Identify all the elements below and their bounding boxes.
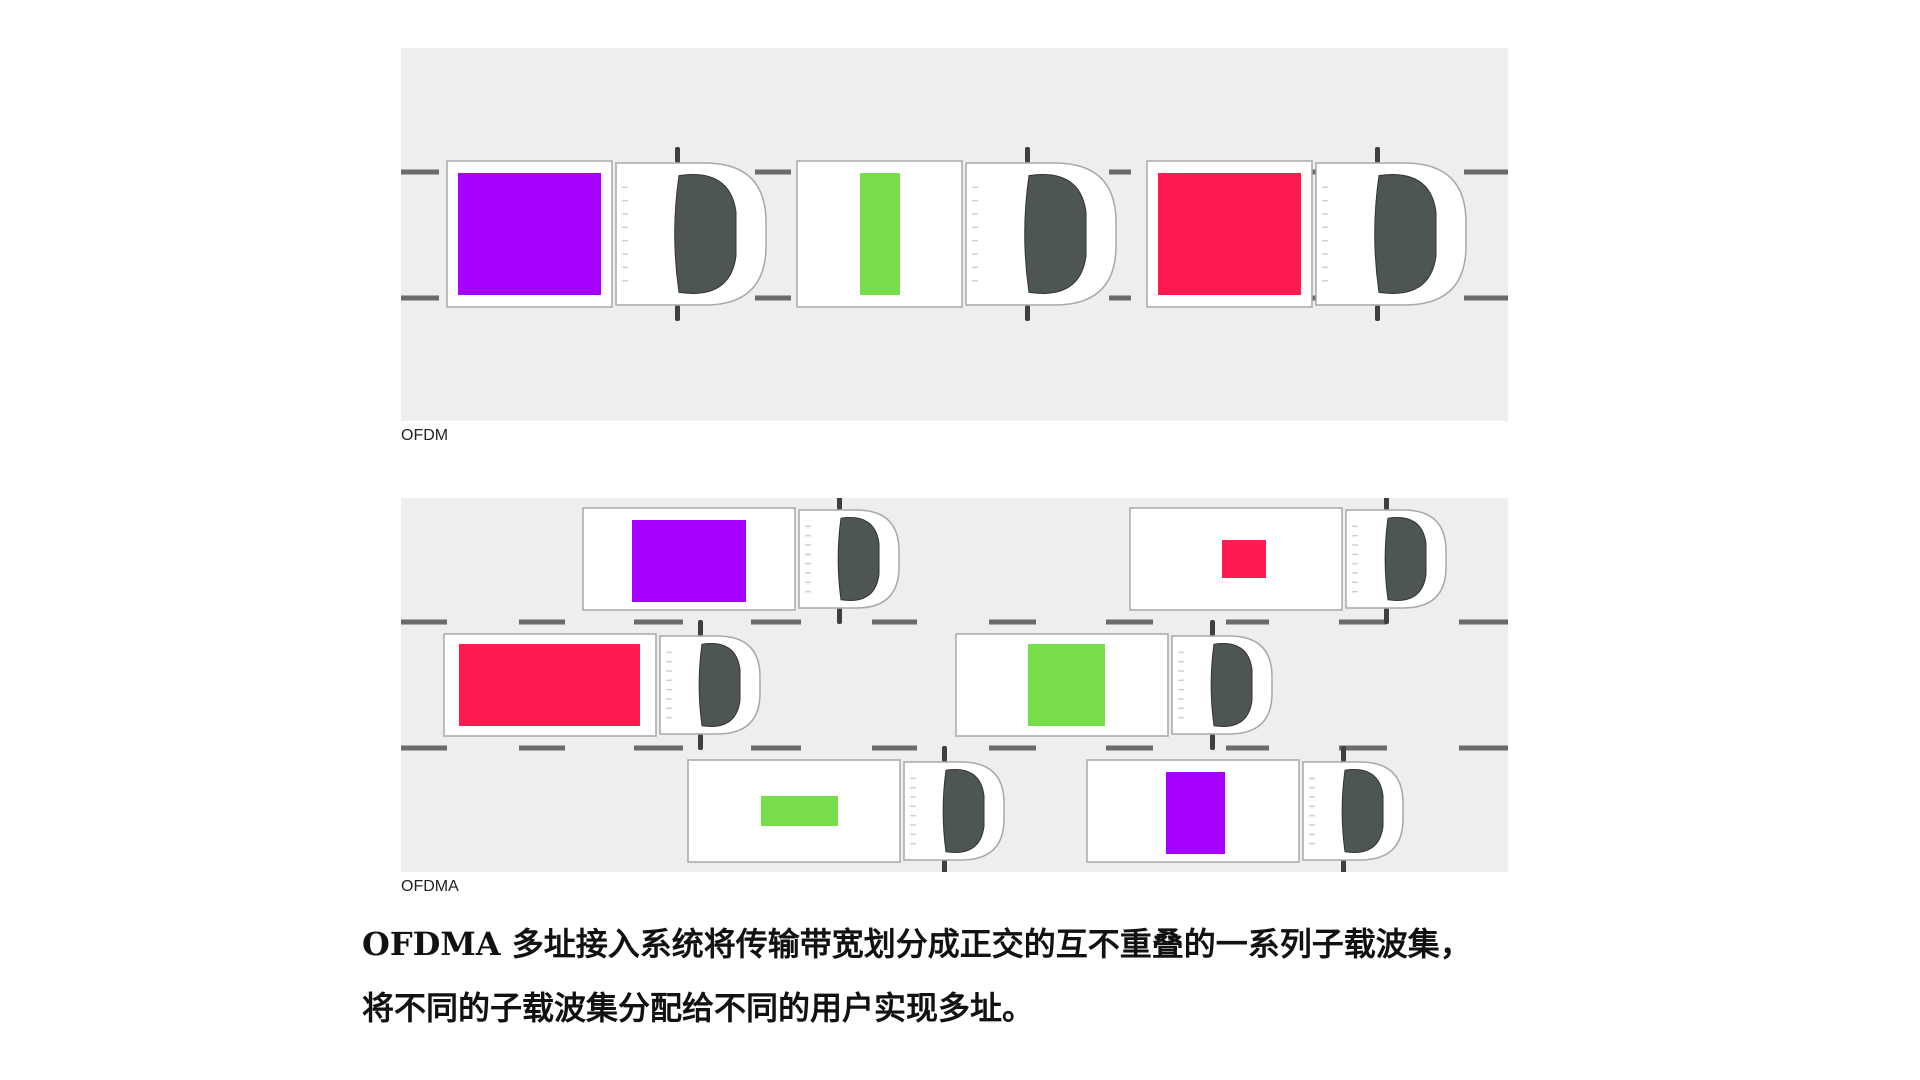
lane-dash [519,745,565,751]
lane-dash [634,745,683,751]
cargo-block [1158,173,1301,295]
lane-dash [872,619,917,625]
mirror-icon [698,620,703,636]
description-line-1: OFDMA 多址接入系统将传输带宽划分成正交的互不重叠的一系列子载波集， [362,925,1472,963]
lane-dash [1464,169,1508,175]
cargo-block [1166,772,1225,854]
windshield [942,768,985,854]
lane-dash [1459,745,1508,751]
cargo-block [1222,540,1266,578]
lane-dash [751,745,801,751]
ofdma-truck-6 [1086,746,1404,872]
windshield [698,642,741,728]
mirror-icon [675,305,680,321]
windshield [837,516,880,602]
mirror-icon [1384,608,1389,624]
lane-dash [401,295,439,301]
lane-dash [751,619,801,625]
mirror-icon [942,746,947,762]
mirror-icon [1210,734,1215,750]
windshield [1374,174,1437,294]
lane-dash [519,619,565,625]
lane-dash [989,745,1036,751]
lane-dash [1226,619,1269,625]
ofdm-diagram [401,48,1508,421]
mirror-icon [675,147,680,163]
windshield [674,174,737,294]
lane-dash [1106,619,1153,625]
description: OFDMA 多址接入系统将传输带宽划分成正交的互不重叠的一系列子载波集， 将不同… [362,912,1622,1040]
lane-dash [401,169,439,175]
ofdma-truck-4 [955,620,1273,750]
mirror-icon [837,608,842,624]
ofdma-truck-5 [687,746,1005,872]
mirror-icon [1210,620,1215,636]
mirror-icon [1025,305,1030,321]
cargo-block [1028,644,1105,726]
mirror-icon [1384,498,1389,510]
windshield [1024,174,1087,294]
mirror-icon [837,498,842,510]
ofdma-caption: OFDMA [401,878,459,895]
description-line-2: 将不同的子载波集分配给不同的用户实现多址。 [362,989,1035,1027]
mirror-icon [942,860,947,872]
mirror-icon [1341,746,1346,762]
lane-dash [1106,745,1153,751]
cargo-block [458,173,601,295]
cargo-block [860,173,900,295]
cargo-block [632,520,746,602]
cargo-block [459,644,640,726]
mirror-icon [1375,147,1380,163]
lane-dash [634,619,683,625]
windshield [1341,768,1384,854]
mirror-icon [1375,305,1380,321]
lane-dash [1226,745,1269,751]
lane-dash [1459,619,1508,625]
lane-dash [1109,169,1131,175]
ofdma-road [401,498,1508,872]
lane-dash [1109,295,1131,301]
mirror-icon [1025,147,1030,163]
ofdm-truck-2 [796,147,1117,321]
ofdm-caption: OFDM [401,427,449,444]
mirror-icon [698,734,703,750]
lane-dash [401,745,447,751]
windshield [1210,642,1253,728]
lane-dash [872,745,917,751]
lane-line-2 [401,745,1508,751]
ofdm-road [401,147,1508,321]
lane-dash [401,619,447,625]
lane-dash [989,619,1036,625]
cargo-block [761,796,838,826]
lane-dash [1339,745,1387,751]
mirror-icon [1341,860,1346,872]
ofdma-diagram [401,498,1508,872]
lane-dash [1339,619,1387,625]
lane-line-1 [401,619,1508,625]
lane-dash [1464,295,1508,301]
ofdma-truck-2 [1129,498,1447,624]
lane-dash [755,169,791,175]
lane-dash [755,295,791,301]
windshield [1384,516,1427,602]
